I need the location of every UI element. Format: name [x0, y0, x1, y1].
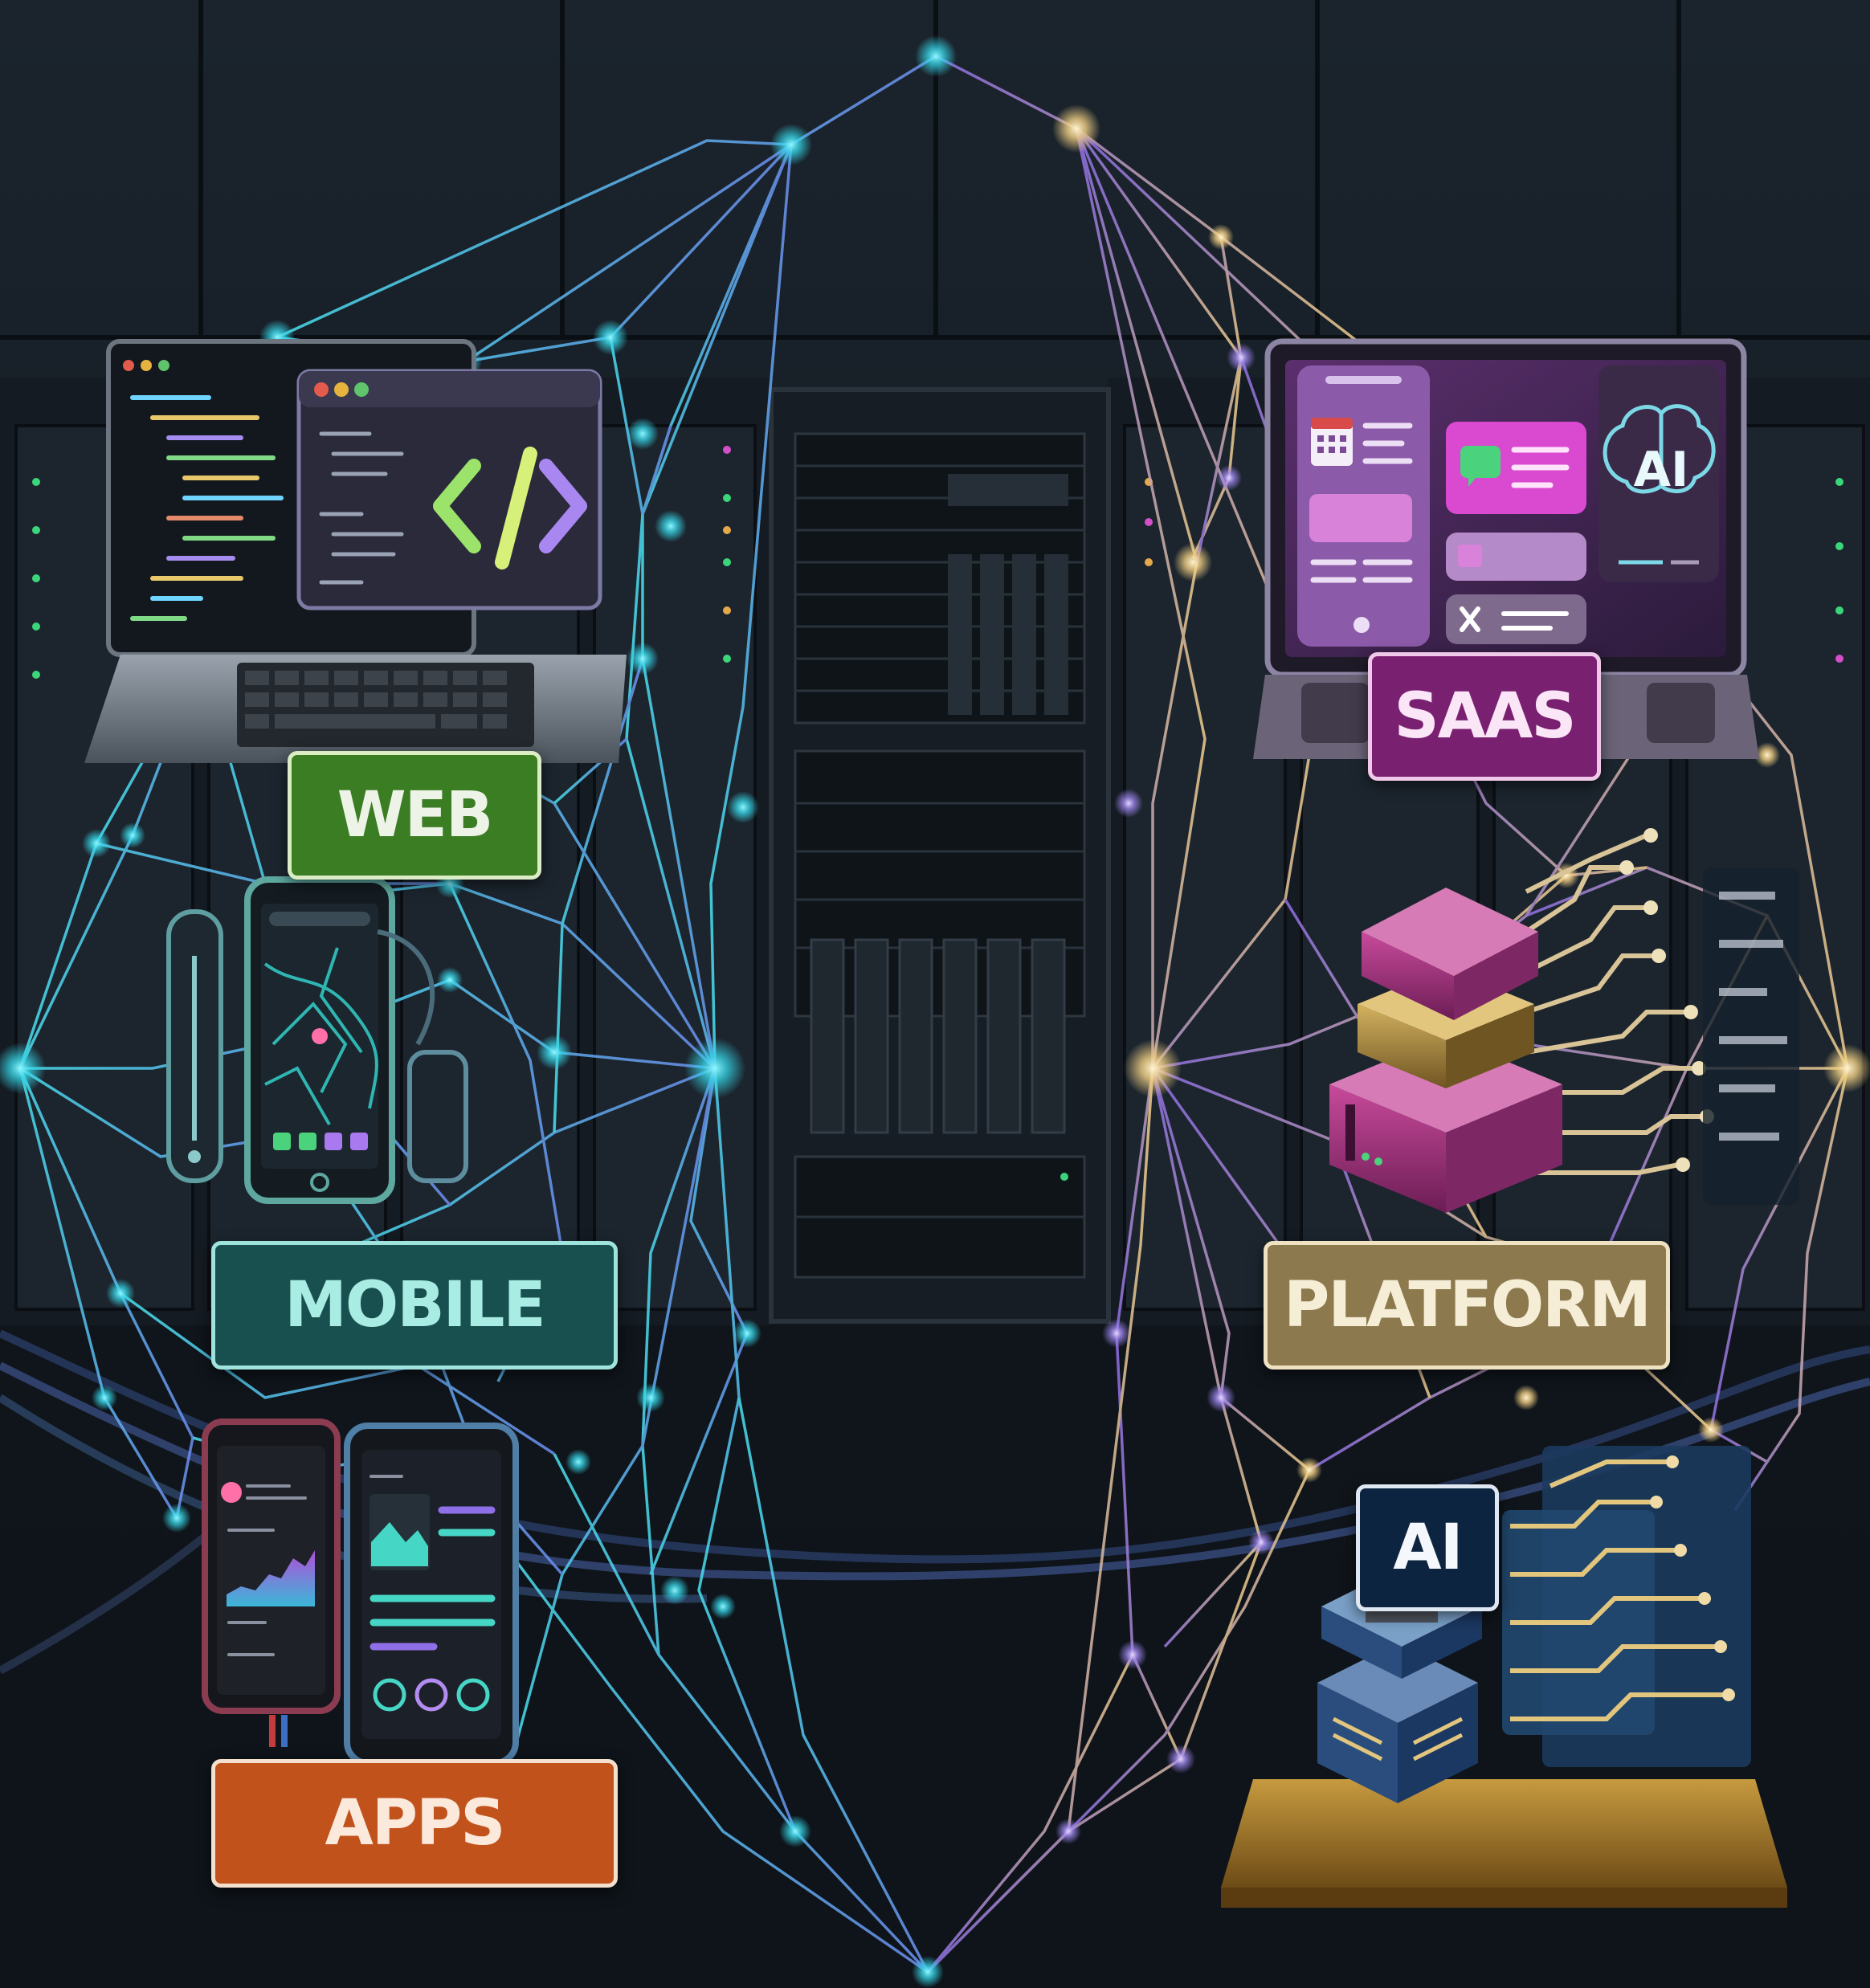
ai-screen-text: AI: [1634, 442, 1689, 498]
saas-label: SAAS: [1368, 652, 1601, 781]
code-icon: [433, 447, 587, 569]
circuit-traces: [1525, 833, 1703, 1175]
map-icon: [263, 947, 378, 1125]
apps-label: APPS: [211, 1759, 618, 1888]
apps-phones-illustration: [202, 1419, 519, 1766]
mobile-label: MOBILE: [211, 1241, 618, 1370]
ai-label: AI: [1356, 1484, 1499, 1611]
bar-chart-icon: [227, 1550, 315, 1606]
ai-label-text: AI: [1393, 1512, 1463, 1584]
mobile-devices-illustration: [166, 876, 468, 1204]
network-nodes-purple: [1055, 343, 1274, 1844]
web-laptop-illustration: [84, 339, 627, 763]
brain-icon: [1603, 404, 1716, 494]
image-icon: [371, 1522, 428, 1566]
saas-laptop-illustration: AI: [1253, 338, 1759, 759]
central-server-rack: [769, 387, 1111, 1324]
web-label: WEB: [288, 751, 541, 880]
platform-label-text: PLATFORM: [1284, 1269, 1652, 1341]
web-label-text: WEB: [337, 779, 494, 851]
code-lines: [130, 395, 284, 621]
mobile-label-text: MOBILE: [284, 1269, 545, 1341]
chat-icon: [1460, 446, 1500, 478]
saas-label-text: SAAS: [1394, 680, 1576, 753]
close-icon: [1460, 606, 1480, 632]
platform-label: PLATFORM: [1264, 1241, 1670, 1370]
platform-stack-illustration: [1329, 828, 1799, 1213]
apps-label-text: APPS: [325, 1787, 506, 1859]
